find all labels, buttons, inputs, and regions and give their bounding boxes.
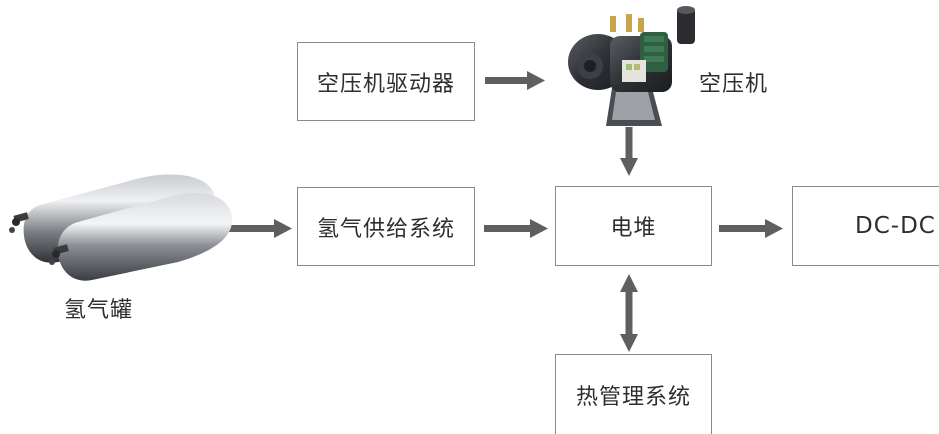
- hydrogen-tank-image: [9, 174, 233, 281]
- air-compressor-image: [568, 6, 695, 126]
- compressor-label: 空压机: [699, 72, 769, 97]
- hydrogen-supply-label: 氢气供给系统: [316, 216, 455, 242]
- dcdc-label: DC-DC: [855, 213, 936, 239]
- thermal-management-box: 热管理系统: [555, 354, 712, 434]
- arrow-tank-to-supply: [226, 219, 292, 238]
- stack-label: 电堆: [610, 216, 657, 241]
- arrow-stack-to-dcdc: [719, 219, 783, 238]
- arrow-supply-to-stack: [484, 219, 548, 238]
- arrow-stack-thermal-bidirectional: [620, 274, 638, 352]
- dcdc-box: DC-DC: [792, 186, 939, 266]
- stack-box: 电堆: [555, 186, 712, 266]
- compressor-driver-box: 空压机驱动器: [297, 42, 475, 121]
- arrow-driver-to-compressor: [485, 71, 545, 90]
- arrow-compressor-to-stack: [620, 127, 638, 176]
- hydrogen-tank-label: 氢气罐: [64, 298, 134, 323]
- thermal-management-label: 热管理系统: [575, 384, 691, 410]
- compressor-driver-label: 空压机驱动器: [316, 71, 455, 97]
- hydrogen-supply-box: 氢气供给系统: [297, 187, 475, 266]
